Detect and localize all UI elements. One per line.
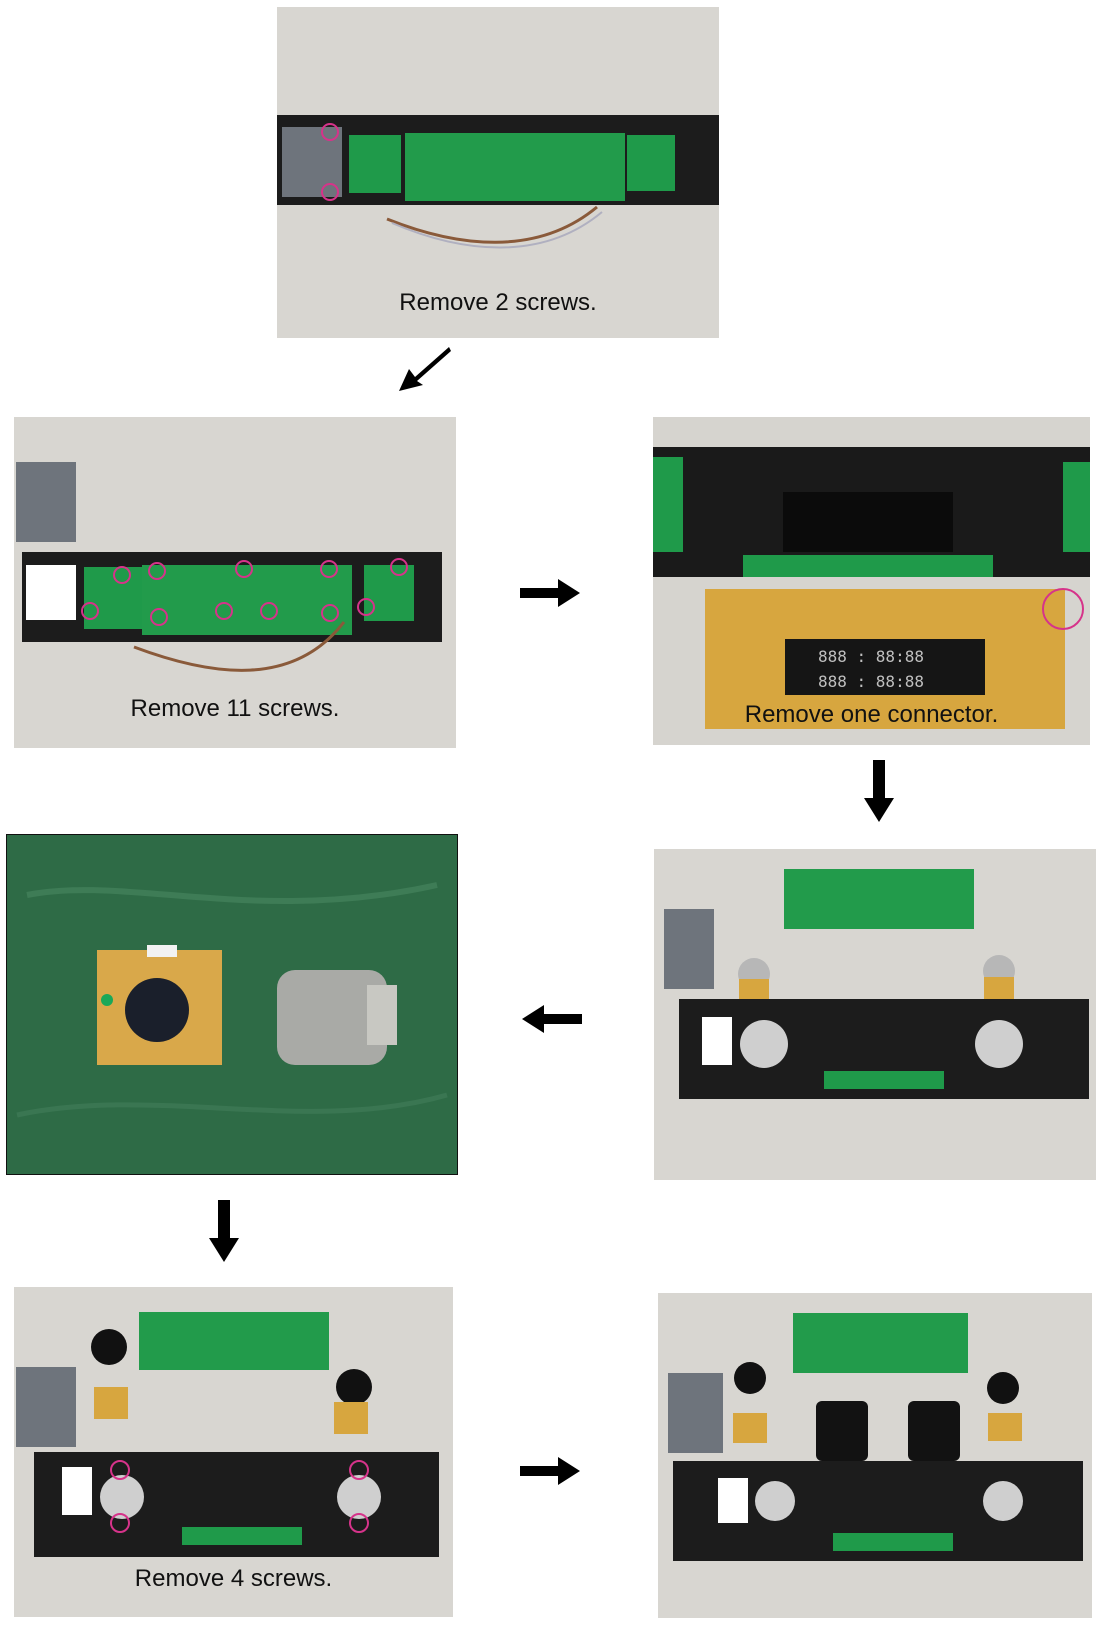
step-7-photo [658, 1293, 1092, 1618]
arrow-down-left-icon [399, 347, 451, 391]
display-pcb-illustration: 888 : 88:88 888 : 88:88 [653, 447, 1090, 729]
panel-with-pcb-illustration [16, 462, 442, 672]
screw-marker [321, 123, 339, 141]
panel-with-pcbs-illustration [277, 115, 719, 249]
step-1-photo: Remove 2 screws. [277, 7, 719, 338]
arrow-right-icon [520, 1457, 580, 1485]
display-digits-row-2: 888 : 88:88 [818, 672, 924, 691]
knob-assembly-on-mat-illustration [7, 835, 457, 1174]
step-6-photo: Remove 4 screws. [14, 1287, 453, 1617]
connector-marker [1042, 588, 1084, 630]
arrow-right-icon [520, 579, 580, 607]
display-digits-row-1: 888 : 88:88 [818, 647, 924, 666]
arrow-down-icon [209, 1200, 239, 1262]
step-4-photo [654, 849, 1096, 1180]
step-2-caption: Remove 11 screws. [130, 695, 340, 722]
panel-knob-holders-illustration [16, 1312, 439, 1557]
final-disassembly-illustration [668, 1313, 1083, 1561]
step-5-photo [6, 834, 458, 1175]
screw-marker [321, 183, 339, 201]
step-1-caption: Remove 2 screws. [399, 289, 597, 316]
arrow-down-icon [864, 760, 894, 822]
step-3-photo: 888 : 88:88 888 : 88:88 Remove one conne… [653, 417, 1090, 745]
step-6-caption: Remove 4 screws. [134, 1565, 333, 1592]
step-3-caption: Remove one connector. [744, 701, 999, 728]
step-2-photo: Remove 11 screws. [14, 417, 456, 748]
arrow-left-icon [522, 1005, 582, 1033]
separated-parts-illustration [664, 869, 1089, 1099]
